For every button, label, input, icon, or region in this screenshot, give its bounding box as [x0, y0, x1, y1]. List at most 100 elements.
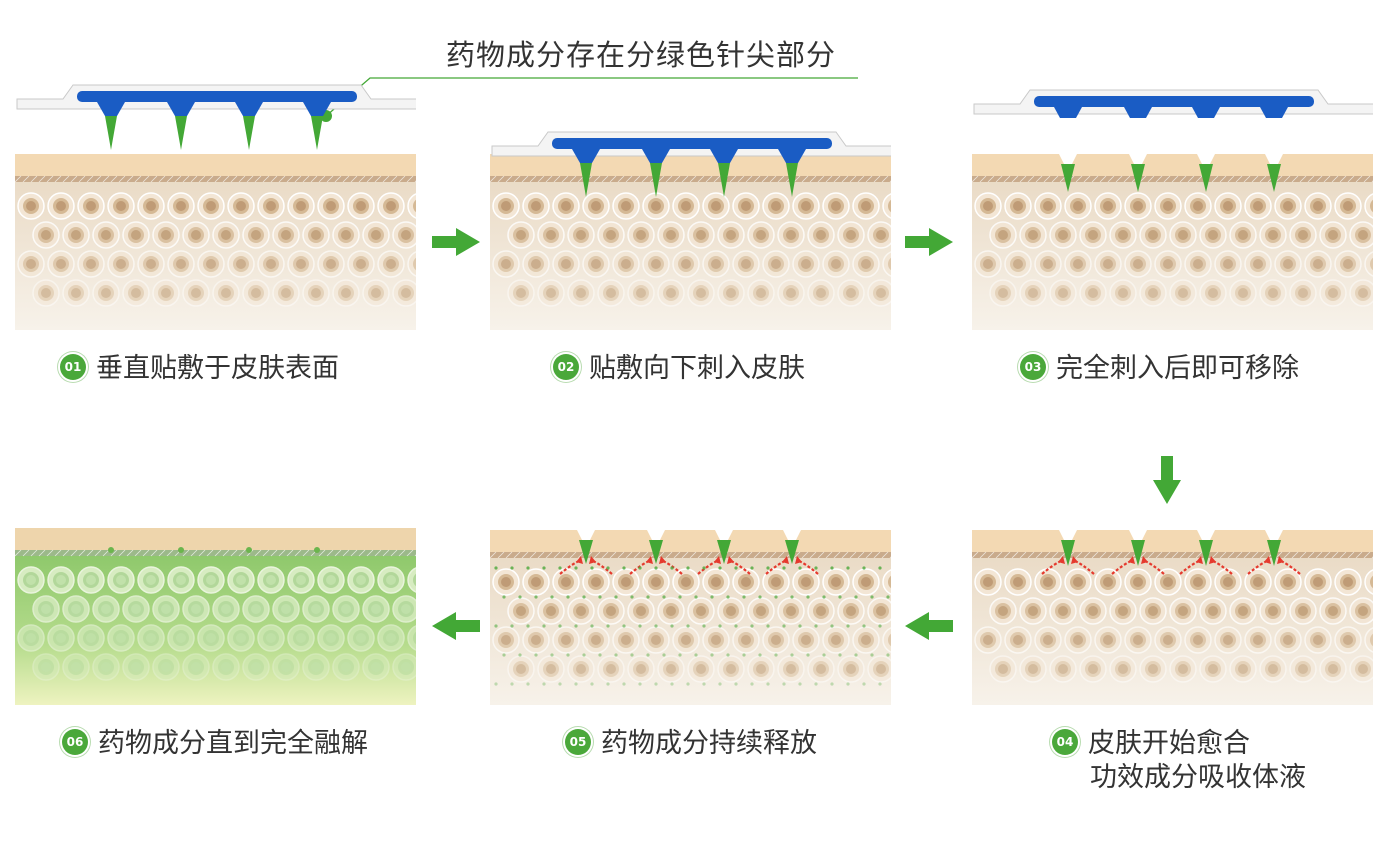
drug-particle — [494, 682, 498, 686]
skin-cell — [242, 279, 270, 307]
microneedle-base — [235, 102, 263, 116]
drug-particle — [694, 595, 698, 599]
skin-cell — [407, 251, 416, 277]
skin-cell — [777, 279, 805, 307]
drug-particle — [782, 624, 786, 628]
embedded-tip — [1061, 540, 1075, 566]
embedded-tip — [649, 540, 663, 564]
drug-particle — [742, 595, 746, 599]
drug-particle — [718, 624, 722, 628]
panel-step-6 — [15, 520, 416, 850]
drug-particle — [726, 653, 730, 657]
drug-particle — [702, 566, 706, 570]
skin-cell — [1349, 655, 1373, 683]
skin-cell — [882, 569, 891, 595]
drug-particle — [798, 624, 802, 628]
step-1-number-badge: 01 — [60, 353, 86, 380]
diffusion-arrow — [559, 558, 582, 575]
drug-particle — [830, 566, 834, 570]
skin-cell — [212, 279, 240, 307]
skin-cell — [867, 279, 891, 307]
skin-cell — [1169, 655, 1197, 683]
diffusion-arrow — [1111, 558, 1134, 575]
arrow-right-icon — [432, 228, 480, 256]
drug-particle — [710, 595, 714, 599]
skin-cell — [62, 653, 90, 681]
drug-particle — [758, 595, 762, 599]
drug-particle — [606, 682, 610, 686]
skin-cell — [657, 655, 685, 683]
diffusion-arrow — [1041, 558, 1064, 575]
drug-particle — [886, 595, 890, 599]
skin-cell — [1079, 655, 1107, 683]
skin-cell — [1139, 655, 1167, 683]
microneedle-tip — [786, 163, 798, 197]
drug-particle — [622, 624, 626, 628]
skin-cell — [1364, 569, 1373, 595]
panel-5-illustration — [490, 530, 891, 705]
skin-cell — [1319, 279, 1347, 307]
drug-particle — [502, 595, 506, 599]
skin-cell — [302, 653, 330, 681]
drug-particle — [822, 653, 826, 657]
drug-particle — [574, 682, 578, 686]
drug-particle — [590, 682, 594, 686]
step-5-number-badge: 05 — [565, 728, 591, 755]
skin-cell — [1229, 279, 1257, 307]
drug-particle — [542, 566, 546, 570]
diffusion-arrow — [1278, 558, 1301, 575]
drug-particle — [614, 653, 618, 657]
drug-particle — [630, 595, 634, 599]
skin-cell — [272, 653, 300, 681]
skin-cell — [182, 653, 210, 681]
drug-particle — [814, 624, 818, 628]
skin-cell — [1109, 655, 1137, 683]
arrow-down-icon — [1153, 456, 1181, 504]
drug-particle — [846, 566, 850, 570]
embedded-tip — [1199, 540, 1213, 566]
skin-cell — [242, 653, 270, 681]
basal-membrane — [490, 176, 891, 182]
skin-cell — [747, 655, 775, 683]
skin-cell — [92, 279, 120, 307]
drug-particle — [734, 566, 738, 570]
skin-cell — [807, 655, 835, 683]
skin-cell — [407, 567, 416, 593]
epidermis-layer — [15, 154, 416, 178]
embedded-tip — [785, 540, 799, 564]
drug-particle — [670, 624, 674, 628]
epidermis-layer — [490, 530, 891, 554]
basal-membrane — [15, 550, 416, 556]
microneedle-base — [1054, 107, 1082, 118]
drug-particle — [750, 682, 754, 686]
drug-particle — [686, 624, 690, 628]
skin-cell — [332, 653, 360, 681]
drug-particle — [622, 682, 626, 686]
drug-particle — [870, 595, 874, 599]
epidermis-layer — [972, 154, 1373, 178]
skin-cell — [837, 655, 865, 683]
drug-particle — [534, 595, 538, 599]
drug-particle — [654, 566, 658, 570]
arrow-left-icon — [905, 612, 953, 640]
drug-particle — [862, 624, 866, 628]
drug-particle — [766, 624, 770, 628]
skin-cell — [882, 251, 891, 277]
drug-particle — [878, 566, 882, 570]
step-6-text: 药物成分直到完全融解 — [98, 728, 368, 759]
diffusion-arrow — [1210, 558, 1233, 575]
drug-particle — [526, 566, 530, 570]
drug-particle — [518, 653, 522, 657]
skin-cell — [837, 279, 865, 307]
drug-particle — [766, 682, 770, 686]
skin-cell — [152, 653, 180, 681]
skin-cell — [567, 279, 595, 307]
skin-cell — [362, 653, 390, 681]
drug-particle — [542, 682, 546, 686]
skin-cell — [1019, 655, 1047, 683]
skin-cell — [1049, 279, 1077, 307]
skin-cell — [687, 279, 715, 307]
drug-particle — [862, 566, 866, 570]
